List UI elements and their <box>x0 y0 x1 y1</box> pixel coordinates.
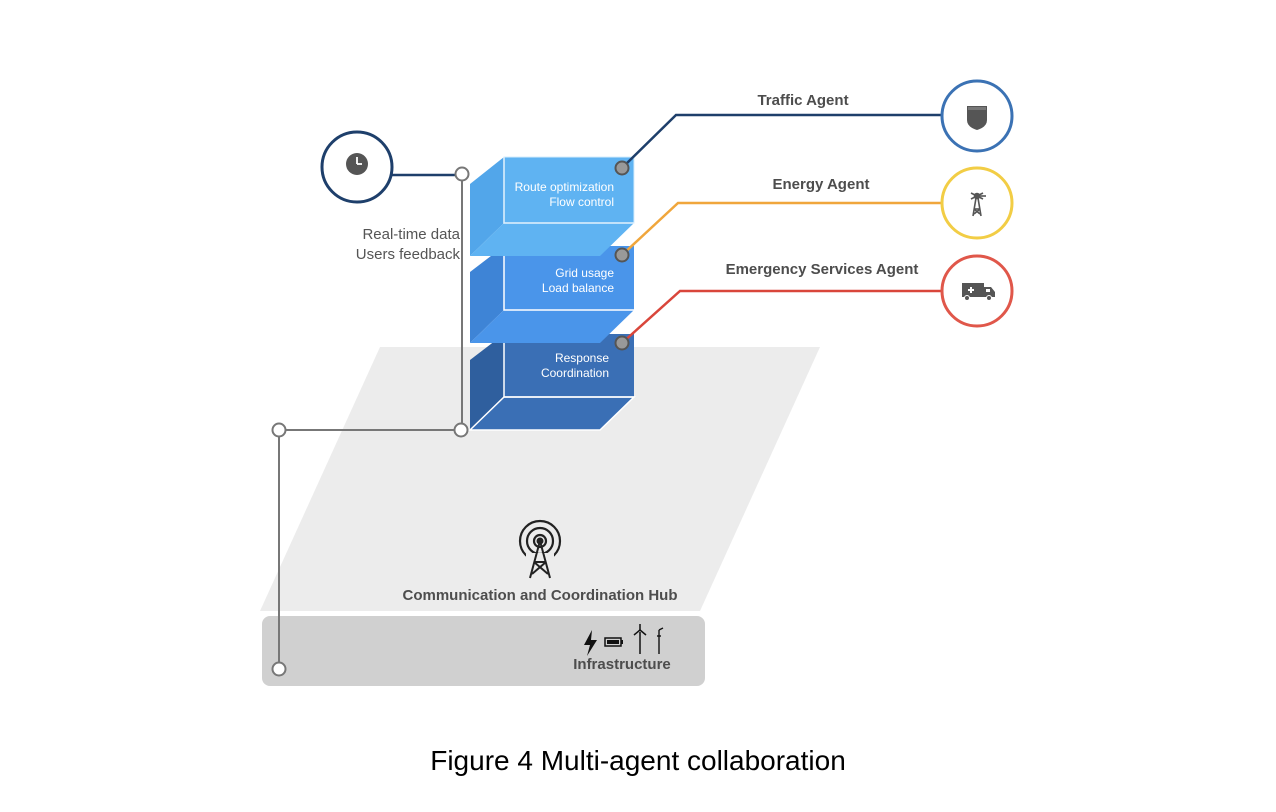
hub-nodes <box>271 166 470 677</box>
hub-plane <box>260 347 820 611</box>
police-badge-icon <box>940 79 1014 153</box>
windmill-icon <box>940 166 1014 240</box>
infrastructure-label: Infrastructure <box>573 656 671 673</box>
block-top <box>470 156 635 256</box>
connector-nodes <box>614 160 630 351</box>
wind-turbine-icon <box>633 624 647 654</box>
block-top-line2: Flow control <box>549 195 614 209</box>
street-light-icon <box>657 627 664 654</box>
infrastructure-icons <box>584 624 664 656</box>
block-mid-line1: Grid usage <box>555 266 614 280</box>
emergency-agent-label: Emergency Services Agent <box>726 261 919 278</box>
energy-agent-label: Energy Agent <box>773 176 870 193</box>
traffic-agent-label: Traffic Agent <box>757 92 848 109</box>
block-mid <box>470 246 634 343</box>
lightning-icon <box>584 630 597 656</box>
ambulance-icon <box>940 254 1014 328</box>
energy-connector <box>621 201 942 256</box>
block-bottom-line1: Response <box>555 351 609 365</box>
block-mid-line2: Load balance <box>542 281 614 295</box>
block-top-line1: Route optimization <box>515 180 614 194</box>
input-line2: Users feedback <box>356 246 461 263</box>
traffic-connector <box>621 113 942 169</box>
figure-caption: Figure 4 Multi-agent collaboration <box>430 745 846 776</box>
infrastructure-bar <box>262 616 705 686</box>
emergency-connector <box>621 289 942 344</box>
block-bottom-line2: Coordination <box>541 366 609 380</box>
input-line1: Real-time data <box>362 226 460 243</box>
hub-label: Communication and Coordination Hub <box>403 587 678 604</box>
antenna-tower-icon <box>518 519 562 579</box>
battery-icon <box>604 637 623 647</box>
clock-icon <box>320 130 394 204</box>
block-bottom <box>468 334 636 431</box>
